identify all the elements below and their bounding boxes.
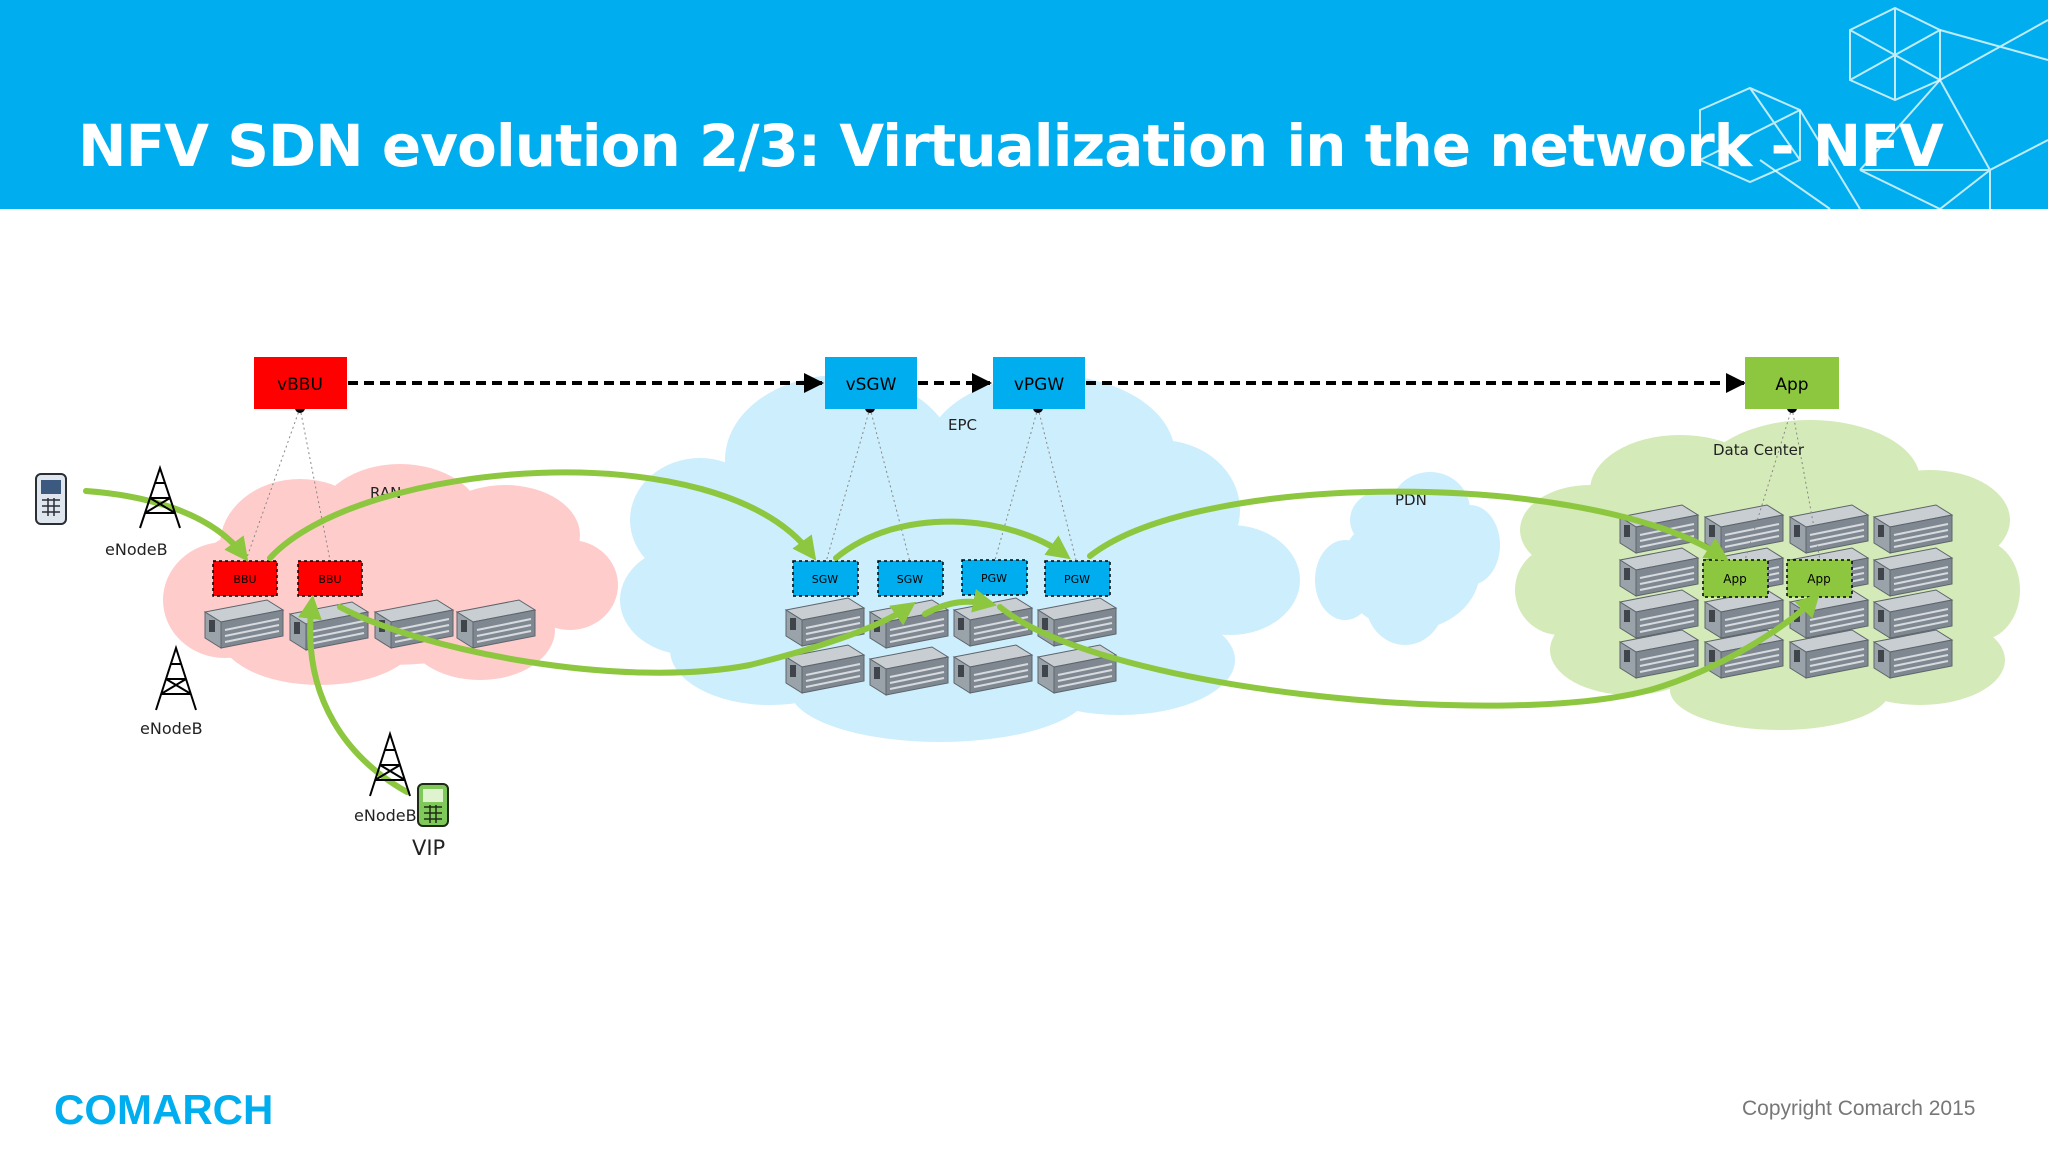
enodeb-label: eNodeB (354, 806, 417, 825)
app-function-label: App (1807, 572, 1830, 586)
app-node: App (1745, 357, 1839, 409)
dc-label: Data Center (1713, 441, 1805, 459)
vip-phone-icon (417, 783, 449, 827)
phone-icon (35, 473, 67, 525)
vsgw-label: vSGW (846, 375, 897, 395)
slide-title: NFV SDN evolution 2/3: Virtualization in… (78, 112, 1944, 180)
pdn-label: PDN (1395, 491, 1427, 509)
enodeb-label: eNodeB (140, 719, 203, 738)
copyright-text: Copyright Comarch 2015 (1742, 1097, 1976, 1120)
title-bar: NFV SDN evolution 2/3: Virtualization in… (0, 0, 2048, 209)
comarch-logo: COMARCH (54, 1086, 274, 1133)
header-decoration (1699, 6, 2048, 209)
sgw-label: SGW (812, 573, 839, 586)
cell-tower-icon (369, 730, 411, 797)
bbu-label: BBU (233, 573, 256, 586)
epc-label: EPC (948, 416, 977, 434)
vbbu-label: vBBU (277, 375, 323, 395)
vbbu-node: vBBU (254, 357, 347, 409)
pgw-label: PGW (1064, 573, 1090, 586)
cell-tower-icon (139, 464, 181, 529)
vpgw-label: vPGW (1014, 375, 1064, 395)
vpgw-node: vPGW (993, 357, 1085, 409)
traffic-flows (83, 469, 1820, 795)
vsgw-node: vSGW (825, 357, 917, 409)
pgw-label: PGW (981, 572, 1007, 585)
app-functions: App App (1702, 559, 1853, 598)
sgw-label: SGW (897, 573, 924, 586)
vip-label: VIP (412, 836, 445, 860)
virtual-links (245, 407, 1821, 563)
enodeb-label: eNodeB (105, 540, 168, 559)
epc-functions: SGW SGW PGW PGW (792, 559, 1111, 597)
app-function-label: App (1723, 572, 1746, 586)
app-label: App (1775, 375, 1808, 395)
bbu-label: BBU (318, 573, 341, 586)
cell-tower-icon (155, 644, 197, 711)
